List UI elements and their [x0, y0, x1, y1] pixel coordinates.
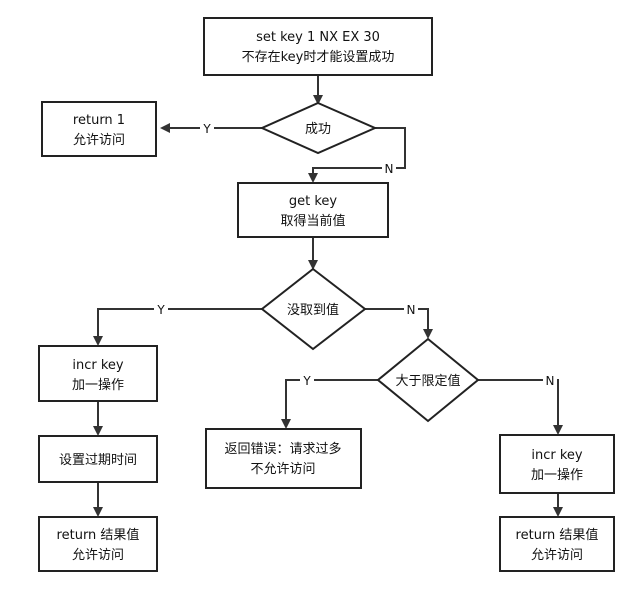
decision-greater-limit-label: 大于限定值 [395, 373, 460, 389]
decision-success: 成功 [259, 101, 378, 155]
decision-greater-limit: 大于限定值 [376, 337, 480, 423]
node-set-key-line1: set key 1 NX EX 30 [256, 30, 380, 45]
node-return-1: return 1 允许访问 [41, 101, 157, 157]
node-return-result-right-line2: 允许访问 [531, 547, 583, 563]
edge-label-greater-yes: Y [302, 374, 311, 388]
node-error: 返回错误：请求过多 不允许访问 [205, 428, 362, 489]
decision-success-label: 成功 [305, 122, 331, 137]
node-incr-right-line1: incr key [531, 448, 583, 463]
arrow-greater-no [478, 379, 563, 435]
node-error-line1: 返回错误：请求过多 [224, 441, 341, 457]
node-set-key: set key 1 NX EX 30 不存在key时才能设置成功 [203, 17, 433, 76]
node-set-key-line2: 不存在key时才能设置成功 [242, 50, 395, 65]
node-get-key: get key 取得当前值 [237, 182, 389, 238]
node-return-result-right-line1: return 结果值 [516, 527, 599, 543]
node-error-line2: 不允许访问 [250, 461, 315, 477]
decision-not-found: 没取到值 [260, 267, 367, 351]
node-get-key-line2: 取得当前值 [280, 213, 345, 229]
arrow-notfound-no [365, 308, 433, 339]
node-incr-left-line1: incr key [72, 358, 124, 373]
node-return-1-line1: return 1 [73, 113, 125, 128]
node-return-result-right: return 结果值 允许访问 [499, 516, 615, 572]
node-incr-left-line2: 加一操作 [72, 377, 124, 393]
node-return-result-left-line2: 允许访问 [72, 547, 124, 563]
edge-label-greater-no: N [546, 374, 555, 388]
edge-label-success-no: N [385, 162, 394, 176]
arrow-greater-yes [281, 379, 378, 429]
node-set-expire-label: 设置过期时间 [59, 453, 137, 468]
edge-label-success-yes: Y [202, 122, 211, 136]
node-incr-right: incr key 加一操作 [499, 434, 615, 494]
node-return-result-left-line1: return 结果值 [57, 527, 140, 543]
node-set-expire: 设置过期时间 [38, 435, 158, 483]
node-get-key-line1: get key [289, 194, 338, 209]
node-return-result-left: return 结果值 允许访问 [38, 516, 158, 572]
arrow-notfound-yes [93, 308, 262, 346]
edge-label-notfound-no: N [407, 303, 416, 317]
node-incr-right-line2: 加一操作 [531, 467, 583, 483]
node-return-1-line2: 允许访问 [73, 132, 125, 148]
arrow-success-no [308, 127, 406, 183]
node-incr-left: incr key 加一操作 [38, 345, 158, 402]
edge-label-notfound-yes: Y [156, 303, 165, 317]
decision-not-found-label: 没取到值 [287, 302, 339, 318]
